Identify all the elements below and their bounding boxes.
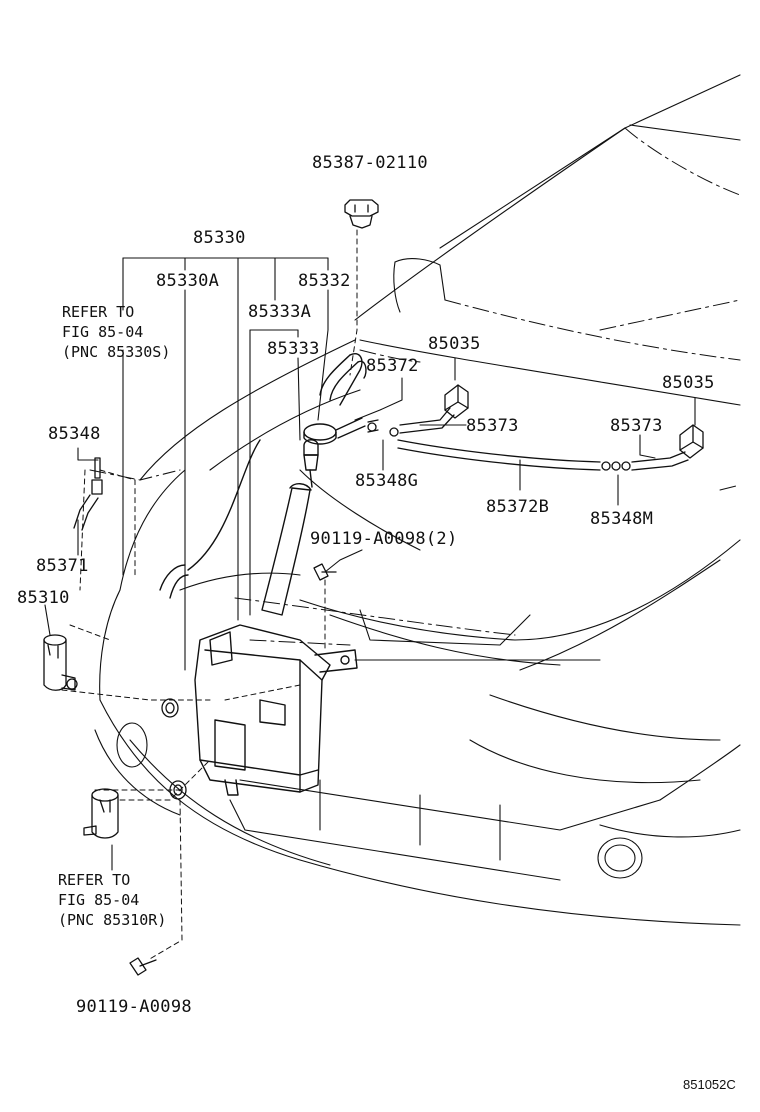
part-label-85310[interactable]: 85310 xyxy=(17,588,70,608)
part-label-85330[interactable]: 85330 xyxy=(193,228,246,248)
vehicle-phantom-lines xyxy=(89,127,741,646)
washer-tank-assembly xyxy=(159,353,367,796)
part-label-85035-a[interactable]: 85035 xyxy=(428,334,481,354)
part-label-85348[interactable]: 85348 xyxy=(48,424,101,444)
figure-code: 851052C xyxy=(683,1077,736,1092)
part-label-85373-a[interactable]: 85373 xyxy=(466,416,519,436)
bolt-icon-a xyxy=(313,563,337,581)
part-label-85372[interactable]: 85372 xyxy=(366,356,419,376)
part-label-85371[interactable]: 85371 xyxy=(36,556,89,576)
refer-note-bottom: REFER TO FIG 85-04 (PNC 85310R) xyxy=(58,870,166,930)
refer-note-top-line-2: FIG 85-04 xyxy=(62,323,144,341)
vehicle-body-outline xyxy=(94,74,741,926)
washer-nozzle-a-icon xyxy=(444,384,469,419)
part-label-85330A[interactable]: 85330A xyxy=(156,271,220,291)
washer-nozzle-b-icon xyxy=(679,424,704,459)
part-label-85348M[interactable]: 85348M xyxy=(590,509,654,529)
part-label-85332[interactable]: 85332 xyxy=(298,271,351,291)
refer-note-top: REFER TO FIG 85-04 (PNC 85330S) xyxy=(62,302,170,362)
part-label-85348G[interactable]: 85348G xyxy=(355,471,419,491)
part-label-85372B[interactable]: 85372B xyxy=(486,497,550,517)
leader-lines xyxy=(44,257,696,871)
part-label-85035-b[interactable]: 85035 xyxy=(662,373,715,393)
washer-pump-icon xyxy=(43,634,78,691)
hoses xyxy=(73,407,689,531)
refer-note-top-line-1: REFER TO xyxy=(62,303,135,321)
refer-note-bottom-line-2: FIG 85-04 xyxy=(58,891,140,909)
refer-note-bottom-line-3: (PNC 85310R) xyxy=(58,911,167,929)
part-label-85387-02110[interactable]: 85387-02110 xyxy=(312,153,428,173)
refer-note-top-line-3: (PNC 85330S) xyxy=(62,343,171,361)
part-label-90119-A0098-2[interactable]: 90119-A0098(2) xyxy=(310,529,458,549)
hose-clip-icon xyxy=(344,199,379,229)
rear-washer-pump-icon xyxy=(83,788,119,839)
part-label-85373-b[interactable]: 85373 xyxy=(610,416,663,436)
grommet-icon xyxy=(161,698,187,800)
dashed-leaders xyxy=(61,229,358,961)
part-label-90119-A0098[interactable]: 90119-A0098 xyxy=(76,997,192,1017)
bolt-icon-b xyxy=(129,957,157,976)
part-label-85333A[interactable]: 85333A xyxy=(248,302,312,322)
refer-note-bottom-line-1: REFER TO xyxy=(58,871,131,889)
part-label-85333[interactable]: 85333 xyxy=(267,339,320,359)
